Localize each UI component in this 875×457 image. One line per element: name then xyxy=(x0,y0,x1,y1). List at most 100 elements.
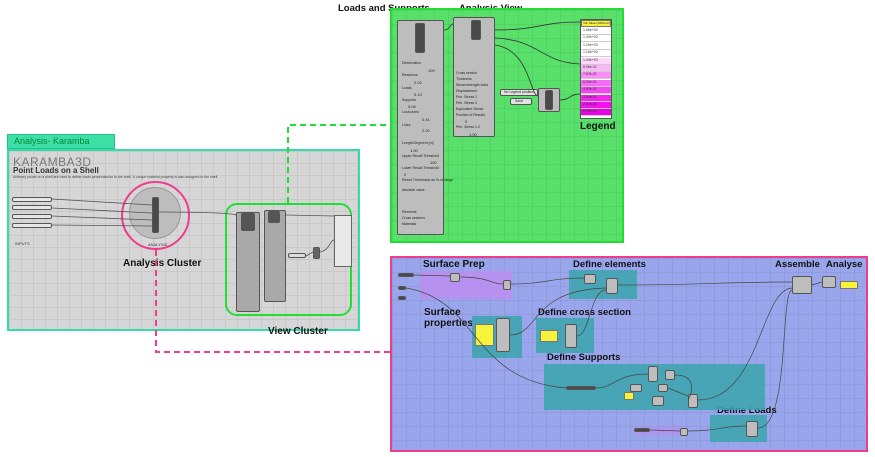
define-elements-node-2[interactable] xyxy=(606,278,618,294)
define-elements-title: Define elements xyxy=(573,259,646,270)
assemble-node[interactable] xyxy=(792,276,812,294)
legend-row: 1.16e+00 xyxy=(581,50,611,58)
loads-input-node[interactable] xyxy=(680,428,688,436)
left-section-5: Lines xyxy=(402,123,411,127)
view-cluster-legend-panel[interactable] xyxy=(334,215,352,267)
cross-section-node[interactable] xyxy=(565,324,577,348)
karamba-group-tab[interactable]: Analysis- Karamba xyxy=(7,134,115,149)
wire-blue-2 xyxy=(459,276,504,285)
lower-item-0: Length/Segment [m] xyxy=(402,141,434,145)
wire-cluster-view xyxy=(158,211,237,217)
mid-item-1: Thickness xyxy=(456,77,472,81)
supports-node-1[interactable] xyxy=(648,366,658,382)
view-cluster-node-a-top[interactable] xyxy=(241,213,255,231)
legend-row: 7.63e-01 xyxy=(581,72,611,80)
cross-section-values[interactable] xyxy=(540,330,558,342)
legend-row-value: 6.30e-01 xyxy=(583,79,597,84)
lower-item-3: Result Thresholds as %-of-range xyxy=(402,178,454,182)
define-supports-title: Define Supports xyxy=(547,352,621,363)
karamba-subtitle: Point Loads on a Shell xyxy=(13,166,99,175)
wire-blue-4 xyxy=(617,281,793,286)
analyse-output[interactable] xyxy=(840,281,858,289)
input-slider-1[interactable] xyxy=(12,197,52,202)
input-slider-3[interactable] xyxy=(12,214,52,219)
legend-row-value: 1.03e+00 xyxy=(583,57,598,62)
lower-item-1: Upper Result Threshold xyxy=(402,154,439,158)
lower-value-0: 1.00 xyxy=(410,148,418,153)
surface-properties-title: Surface properties xyxy=(424,307,473,329)
wire-blue-14 xyxy=(674,374,692,401)
left-bottom-1: Cross sections xyxy=(402,216,425,220)
karamba-group[interactable]: KARAMBA3D Point Loads on a Shell Arbitra… xyxy=(7,149,360,331)
legend-row-value: 1.43e+00 xyxy=(583,35,598,40)
view-cluster-node-b[interactable] xyxy=(264,210,286,302)
display-left-node-core xyxy=(415,23,425,53)
save-toggle[interactable]: Save xyxy=(510,98,532,105)
legend-component-node[interactable] xyxy=(538,88,560,112)
supports-node-2[interactable] xyxy=(665,370,675,380)
view-cluster-node-b-top[interactable] xyxy=(268,211,280,223)
display-left-node[interactable] xyxy=(397,20,444,235)
surface-prep-title: Surface Prep xyxy=(423,259,485,270)
wire-green-3 xyxy=(494,37,581,65)
legend-position-toggle-label: No Legend position xyxy=(504,90,535,94)
input-slider-4[interactable] xyxy=(12,223,52,228)
view-cluster-small-node[interactable] xyxy=(313,247,320,259)
define-cross-section-title: Define cross section xyxy=(538,307,631,318)
supports-node-6[interactable] xyxy=(652,396,664,406)
analyse-node[interactable] xyxy=(822,276,836,288)
surface-properties-values[interactable] xyxy=(475,324,494,346)
loads-node[interactable] xyxy=(746,421,758,437)
mid-item-7: Position of Results xyxy=(456,113,485,117)
surface-properties-node[interactable] xyxy=(496,318,510,352)
supports-input[interactable] xyxy=(566,386,596,390)
mid-value-0: 0 xyxy=(465,119,468,124)
input-slider-2[interactable] xyxy=(12,205,52,210)
supports-node-3[interactable] xyxy=(630,384,642,392)
surface-input-3[interactable] xyxy=(398,296,406,300)
left-value-2: 0.13 xyxy=(414,92,422,97)
define-elements-node-1[interactable] xyxy=(584,274,596,284)
left-value-5: 2.20 xyxy=(422,128,430,133)
left-section-2: Loads xyxy=(402,86,412,90)
legend-row-value: 7.63e-01 xyxy=(583,72,597,77)
karamba-description: Arbitrary points on a shell are used to … xyxy=(13,175,219,179)
loads-input[interactable] xyxy=(634,428,650,432)
define-elements-group[interactable] xyxy=(569,270,637,299)
legend-row: 8.96e-01 xyxy=(581,65,611,72)
mid-item-3: Displacement xyxy=(456,89,478,93)
mid-item-5: Prin. Stress 2 xyxy=(456,101,478,105)
surface-prep-node-1[interactable] xyxy=(450,273,460,282)
display-mid-node[interactable] xyxy=(453,17,495,137)
wire-blue-12 xyxy=(687,425,747,432)
mid-item-0: Cross section xyxy=(456,71,478,75)
surface-prep-node-2[interactable] xyxy=(503,280,511,290)
supports-node-5[interactable] xyxy=(688,394,698,408)
wire-blue-1 xyxy=(413,274,451,277)
legend-position-toggle[interactable]: No Legend position xyxy=(500,89,538,96)
lower-item-2: Lower Result Threshold xyxy=(402,166,439,170)
left-section-3: Supports xyxy=(402,98,417,102)
legend-row-value: 1.29e+00 xyxy=(583,42,598,47)
legend-row: 2.31e-01 xyxy=(581,102,611,109)
wire-blue-8 xyxy=(697,287,793,401)
analysis-cluster-node[interactable] xyxy=(152,197,159,233)
inputs-label: INPUTS xyxy=(15,241,30,246)
wire-blue-10 xyxy=(811,281,823,286)
surface-input-1[interactable] xyxy=(398,273,414,277)
legend-title: Legend xyxy=(580,121,616,132)
view-cluster-toggle[interactable] xyxy=(288,253,306,258)
view-cluster-title: View Cluster xyxy=(268,326,328,337)
supports-values[interactable] xyxy=(624,392,634,400)
supports-node-4[interactable] xyxy=(658,384,668,392)
wire-left-4 xyxy=(51,224,153,227)
legend-row-value: 2.31e-01 xyxy=(583,102,597,106)
karamba-logo: KARAMBA3D xyxy=(13,155,92,169)
wire-blue-13 xyxy=(595,373,649,389)
surface-input-2[interactable] xyxy=(398,286,406,290)
loads-input-group[interactable] xyxy=(637,427,687,435)
legend-row-value: 1.16e+00 xyxy=(583,50,598,55)
